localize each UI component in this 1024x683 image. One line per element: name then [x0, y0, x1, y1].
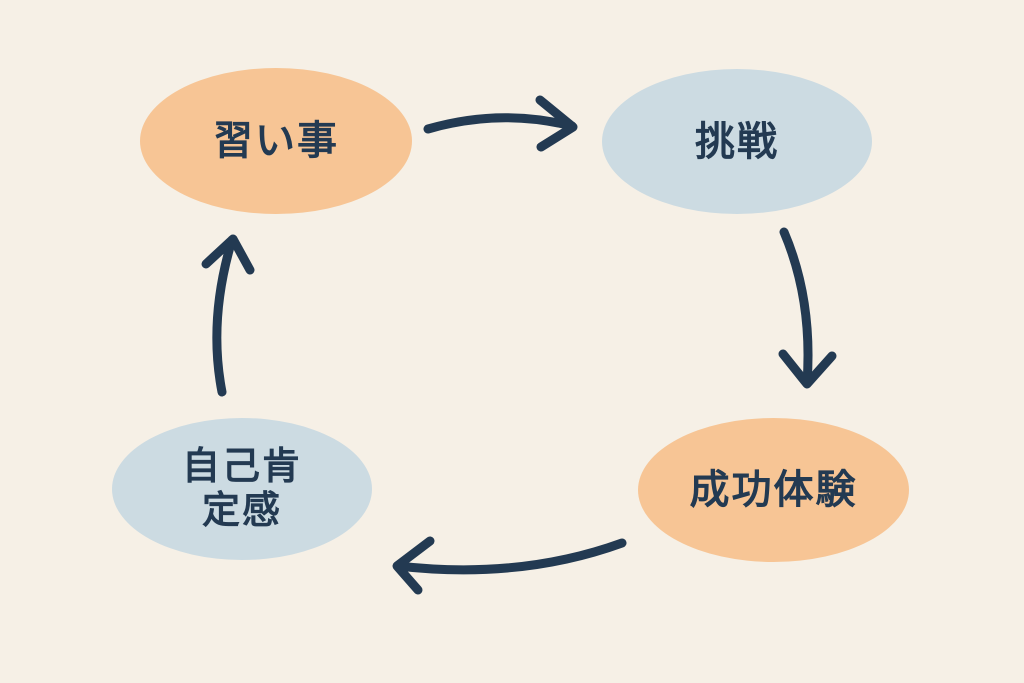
node-self-esteem-label: 自己肯定感	[181, 444, 302, 532]
node-challenge-label: 挑戦	[695, 118, 779, 165]
node-challenge: 挑戦	[602, 69, 872, 214]
node-lessons: 習い事	[140, 68, 412, 214]
node-lessons-label: 習い事	[213, 118, 339, 164]
arrow-selfesteem-to-lessons	[201, 234, 255, 397]
arrow-lessons-to-challenge	[423, 95, 578, 152]
node-self-esteem: 自己肯定感	[112, 418, 372, 560]
arrow-success-to-selfesteem	[392, 536, 627, 595]
arrow-challenge-to-success	[778, 227, 837, 389]
node-success-label: 成功体験	[689, 467, 858, 513]
node-success: 成功体験	[638, 418, 909, 562]
